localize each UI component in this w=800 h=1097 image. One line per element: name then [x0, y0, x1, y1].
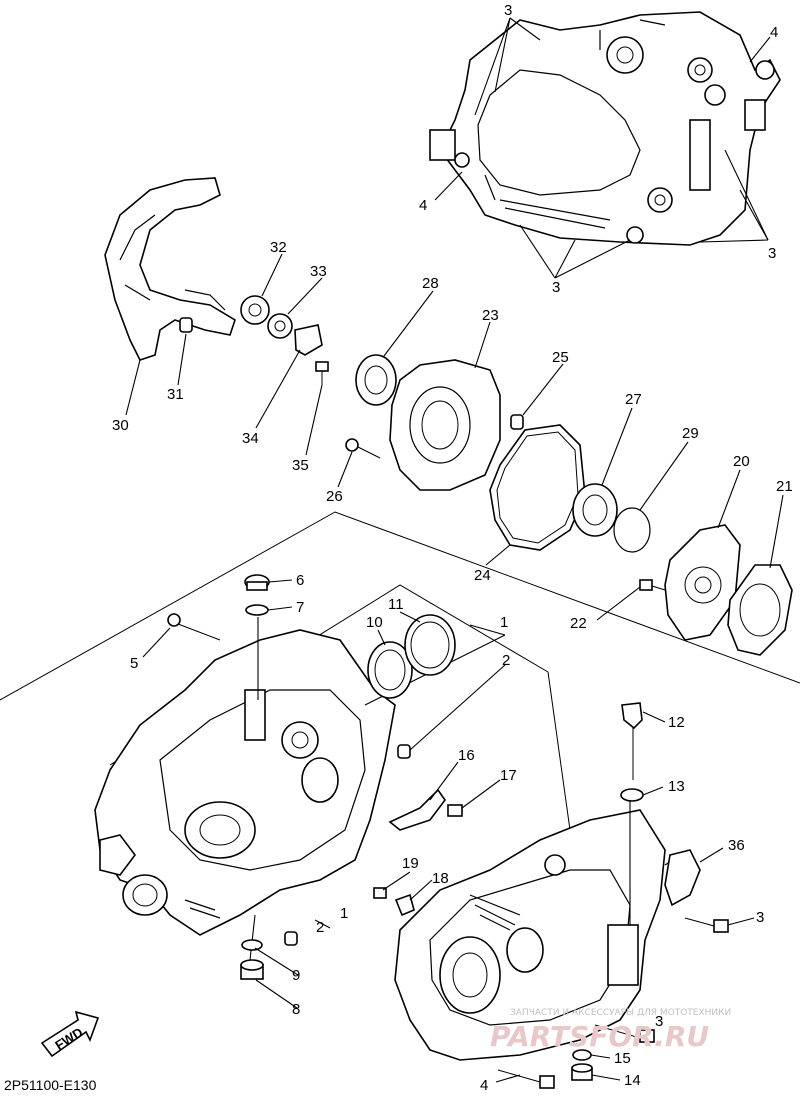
- plate-18: [394, 893, 415, 917]
- plug-6: [244, 574, 270, 591]
- callout-27: 27: [625, 391, 642, 408]
- screw-22: [639, 579, 666, 591]
- callout-1: 1: [340, 905, 348, 922]
- callout-3: 3: [756, 909, 764, 926]
- callout-10: 10: [366, 614, 383, 631]
- callout-4: 4: [480, 1077, 488, 1094]
- callout-26: 26: [326, 488, 343, 505]
- callout-11: 11: [388, 596, 404, 613]
- fwd-arrow-icon: FWD: [40, 1010, 100, 1058]
- callout-35: 35: [292, 457, 309, 474]
- callout-29: 29: [682, 425, 699, 442]
- drain-bolt-12: [621, 702, 643, 780]
- callout-16: 16: [458, 747, 475, 764]
- plate-34: [294, 324, 323, 356]
- cover-23: [389, 359, 501, 491]
- callout-33: 33: [310, 263, 327, 280]
- callout-3: 3: [655, 1013, 663, 1030]
- leader-lines: [125, 253, 784, 1083]
- watermark-logo: PARTSFOR.RU: [490, 1020, 709, 1053]
- callout-21: 21: [776, 478, 793, 495]
- oil-seal-27: [572, 483, 618, 537]
- plug-14: [571, 1063, 593, 1081]
- callout-7: 7: [296, 599, 304, 616]
- callout-28: 28: [422, 275, 439, 292]
- callout-20: 20: [733, 453, 750, 470]
- callout-labels: 3 4 4 3 3 32 33 28 23 25 31 30 34 35 26 …: [112, 2, 793, 1094]
- callout-31: 31: [167, 386, 184, 403]
- washer-7: [245, 604, 269, 616]
- callout-18: 18: [432, 870, 449, 887]
- callout-1: 1: [500, 614, 508, 631]
- bolt-19: [373, 887, 387, 899]
- bracket-36: [664, 849, 701, 907]
- dowel-31: [179, 317, 193, 333]
- cover-20: [664, 524, 741, 641]
- crankcase-cover-30: [104, 177, 236, 361]
- callout-32: 32: [270, 239, 287, 256]
- plug-8: [240, 959, 264, 980]
- diagram-code: 2P51100-E130: [4, 1077, 97, 1093]
- callout-25: 25: [552, 349, 569, 366]
- callout-15: 15: [614, 1050, 631, 1067]
- screw-35: [315, 361, 329, 385]
- callout-17: 17: [500, 767, 517, 784]
- dowel-2: [397, 744, 411, 759]
- callout-19: 19: [402, 855, 419, 872]
- callout-34: 34: [242, 430, 259, 447]
- callout-14: 14: [624, 1072, 641, 1089]
- watermark: ЗАПЧАСТИ И АКСЕССУАРЫ ДЛЯ МОТОТЕХНИКИ PA…: [490, 1008, 731, 1053]
- callout-5: 5: [130, 655, 138, 672]
- watermark-tagline: ЗАПЧАСТИ И АКСЕССУАРЫ ДЛЯ МОТОТЕХНИКИ: [510, 1008, 731, 1018]
- callout-4: 4: [419, 197, 427, 214]
- callout-30: 30: [112, 417, 129, 434]
- callout-36: 36: [728, 837, 745, 854]
- oil-seal-28: [355, 354, 397, 406]
- gasket-24: [489, 424, 586, 551]
- o-ring-13: [620, 788, 644, 802]
- screw-17: [447, 804, 463, 817]
- callout-13: 13: [668, 778, 685, 795]
- callout-6: 6: [296, 572, 304, 589]
- crankcase-right-half-top: [429, 11, 781, 246]
- gasket-21: [727, 564, 793, 656]
- bolt-26: [345, 438, 381, 459]
- bolt-3-right: [684, 917, 729, 933]
- callout-3: 3: [504, 2, 512, 19]
- clamp-11: [404, 614, 456, 676]
- dowel-2-lower: [284, 931, 298, 946]
- washer-9: [241, 939, 263, 951]
- callout-23: 23: [482, 307, 499, 324]
- bearing-32: [240, 295, 270, 325]
- bolt-5: [167, 613, 221, 641]
- bolt-3-lower: [594, 1024, 655, 1043]
- callout-3: 3: [552, 279, 560, 296]
- leader-lines-top-crankcase: [434, 17, 771, 279]
- circlip-29: [613, 507, 651, 553]
- callout-2: 2: [316, 919, 324, 936]
- callout-9: 9: [292, 967, 300, 984]
- callout-3: 3: [768, 245, 776, 262]
- bolt-4-lower: [497, 1069, 555, 1089]
- callout-8: 8: [292, 1001, 300, 1018]
- plate-16: [388, 788, 446, 831]
- callout-24: 24: [474, 567, 491, 584]
- callout-12: 12: [668, 714, 685, 731]
- callout-4: 4: [770, 24, 778, 41]
- callout-22: 22: [570, 615, 587, 632]
- crankcase-right-half: [394, 809, 666, 1061]
- o-ring-10: [367, 641, 413, 699]
- crankcase-left-half: [94, 629, 396, 936]
- callout-2: 2: [502, 652, 510, 669]
- bearing-33: [267, 313, 293, 339]
- dowel-25: [510, 414, 524, 430]
